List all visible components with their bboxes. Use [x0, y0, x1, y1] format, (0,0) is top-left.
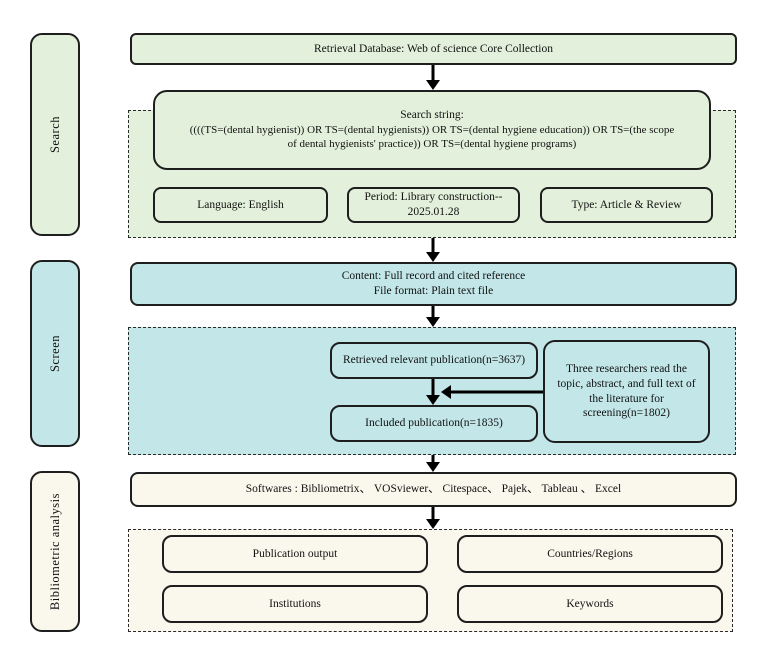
arrow-left-icon	[441, 385, 543, 399]
type-text: Type: Article & Review	[571, 198, 682, 211]
softwares-text: Softwares : Bibliometrix、 VOSviewer、 Cit…	[245, 483, 622, 496]
stage-label-search-text: Search	[47, 115, 62, 153]
search-string-box: Search string: ((((TS=(dental hygienist)…	[153, 90, 711, 170]
search-string-line1: ((((TS=(dental hygienist)) OR TS=(dental…	[189, 123, 675, 136]
softwares-box: Softwares : Bibliometrix、 VOSviewer、 Cit…	[130, 472, 737, 507]
content-line1: Content: Full record and cited reference	[341, 270, 526, 283]
stage-label-bibliometric-text: Bibliometric analysis	[47, 492, 62, 611]
arrow-down-icon	[426, 379, 440, 405]
retrieval-database-box: Retrieval Database: Web of science Core …	[130, 33, 737, 65]
institutions-text: Institutions	[269, 597, 321, 610]
period-line1: Period: Library construction--	[364, 191, 503, 204]
stage-label-bibliometric: Bibliometric analysis	[30, 471, 80, 632]
screening-note-box: Three researchers read the topic, abstra…	[543, 340, 710, 443]
language-text: Language: English	[197, 198, 284, 211]
included-publications-box: Included publication(n=1835)	[330, 405, 538, 442]
included-publications-text: Included publication(n=1835)	[365, 417, 503, 430]
countries-regions-box: Countries/Regions	[457, 535, 723, 573]
publication-output-text: Publication output	[252, 547, 338, 560]
search-string-line2: of dental hygienists' practice)) OR TS=(…	[287, 138, 577, 151]
screening-note-line1: Three researchers read the	[566, 362, 687, 375]
content-line2: File format: Plain text file	[373, 285, 494, 297]
stage-label-search: Search	[30, 33, 80, 236]
arrow-down-icon	[426, 306, 440, 327]
language-box: Language: English	[153, 187, 328, 223]
stage-label-screen-text: Screen	[47, 334, 62, 372]
countries-regions-text: Countries/Regions	[547, 547, 633, 560]
retrieved-publications-text: Retrieved relevant publication(n=3637)	[342, 354, 526, 367]
retrieval-database-text: Retrieval Database: Web of science Core …	[314, 42, 553, 55]
search-string-title: Search string:	[400, 108, 464, 121]
screening-note-line3: the literature for	[589, 392, 664, 405]
stage-label-screen: Screen	[30, 260, 80, 447]
period-box: Period: Library construction-- 2025.01.2…	[347, 187, 520, 223]
arrow-down-icon	[426, 507, 440, 529]
screening-note-line2: topic, abstract, and full text of	[557, 377, 696, 390]
type-box: Type: Article & Review	[540, 187, 713, 223]
retrieved-publications-box: Retrieved relevant publication(n=3637)	[330, 342, 538, 379]
arrow-down-icon	[426, 455, 440, 472]
publication-output-box: Publication output	[162, 535, 428, 573]
keywords-text: Keywords	[566, 597, 614, 610]
screening-note-line4: screening(n=1802)	[583, 407, 670, 420]
period-line2: 2025.01.28	[407, 206, 460, 218]
keywords-box: Keywords	[457, 585, 723, 623]
institutions-box: Institutions	[162, 585, 428, 623]
arrow-down-icon	[426, 238, 440, 262]
content-format-box: Content: Full record and cited reference…	[130, 262, 737, 306]
arrow-down-icon	[426, 65, 440, 90]
